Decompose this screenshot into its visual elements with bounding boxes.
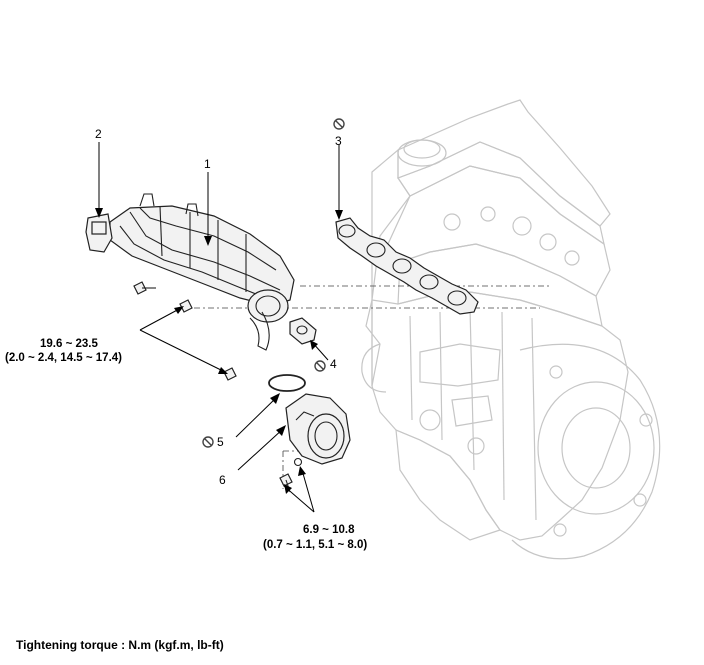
manifold-nut-3: [223, 367, 237, 381]
arrowheads: [95, 208, 343, 494]
intake-manifold: [85, 193, 295, 351]
manifold-bolt-1: [133, 281, 156, 295]
callout-5: 5: [217, 435, 224, 449]
o-ring: [268, 374, 306, 392]
callout-4: 4: [330, 357, 337, 371]
callout-1: 1: [204, 157, 211, 171]
no-reuse-icon: [314, 360, 326, 372]
bolts: [133, 281, 293, 493]
torque-throttle-converted: (0.7 ~ 1.1, 5.1 ~ 8.0): [263, 539, 367, 551]
torque-units-caption: Tightening torque : N.m (kgf.m, lb-ft): [16, 638, 224, 652]
leader-lines: [98, 142, 340, 513]
intake-gasket: [335, 217, 479, 315]
throttle-body-gasket: [289, 317, 317, 345]
torque-manifold-nm: 19.6 ~ 23.5: [40, 338, 98, 350]
torque-manifold-converted: (2.0 ~ 2.4, 14.5 ~ 17.4): [5, 352, 122, 364]
callout-6: 6: [219, 473, 226, 487]
callout-3: 3: [335, 134, 342, 148]
no-reuse-icon: [202, 436, 214, 448]
engine-block: [361, 99, 661, 560]
throttle-body: [285, 393, 351, 467]
no-reuse-icon: [333, 118, 345, 130]
manifold-nut-2: [179, 299, 193, 313]
torque-throttle-nm: 6.9 ~ 10.8: [303, 524, 355, 536]
callout-2: 2: [95, 127, 102, 141]
